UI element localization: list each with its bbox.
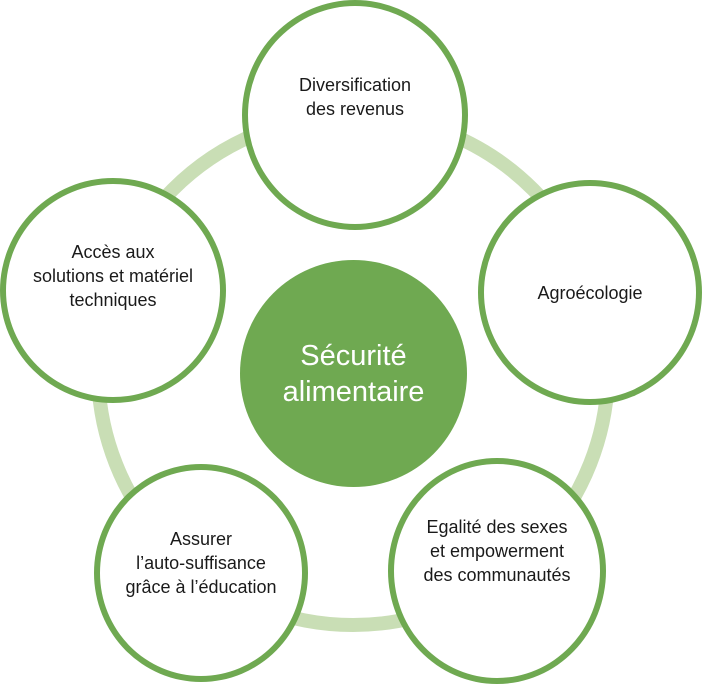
center-circle: Sécurité alimentaire	[240, 260, 467, 487]
center-label: Sécurité alimentaire	[282, 339, 425, 408]
node-education: Assurer l’auto-suffisance grâce à l’éduc…	[94, 464, 308, 682]
node-gender-equality: Egalité des sexes et empowerment des com…	[388, 458, 606, 684]
node-label: Assurer l’auto-suffisance grâce à l’éduc…	[125, 529, 277, 597]
node-label: Agroécologie	[537, 282, 643, 303]
node-label: Diversification des revenus	[298, 75, 412, 119]
node-agroecology: Agroécologie	[478, 180, 702, 405]
node-technical-solutions: Accès aux solutions et matériel techniqu…	[0, 178, 226, 403]
node-income-diversification: Diversification des revenus	[242, 0, 468, 230]
node-label: Accès aux solutions et matériel techniqu…	[32, 241, 194, 310]
node-label: Egalité des sexes et empowerment des com…	[423, 517, 571, 585]
